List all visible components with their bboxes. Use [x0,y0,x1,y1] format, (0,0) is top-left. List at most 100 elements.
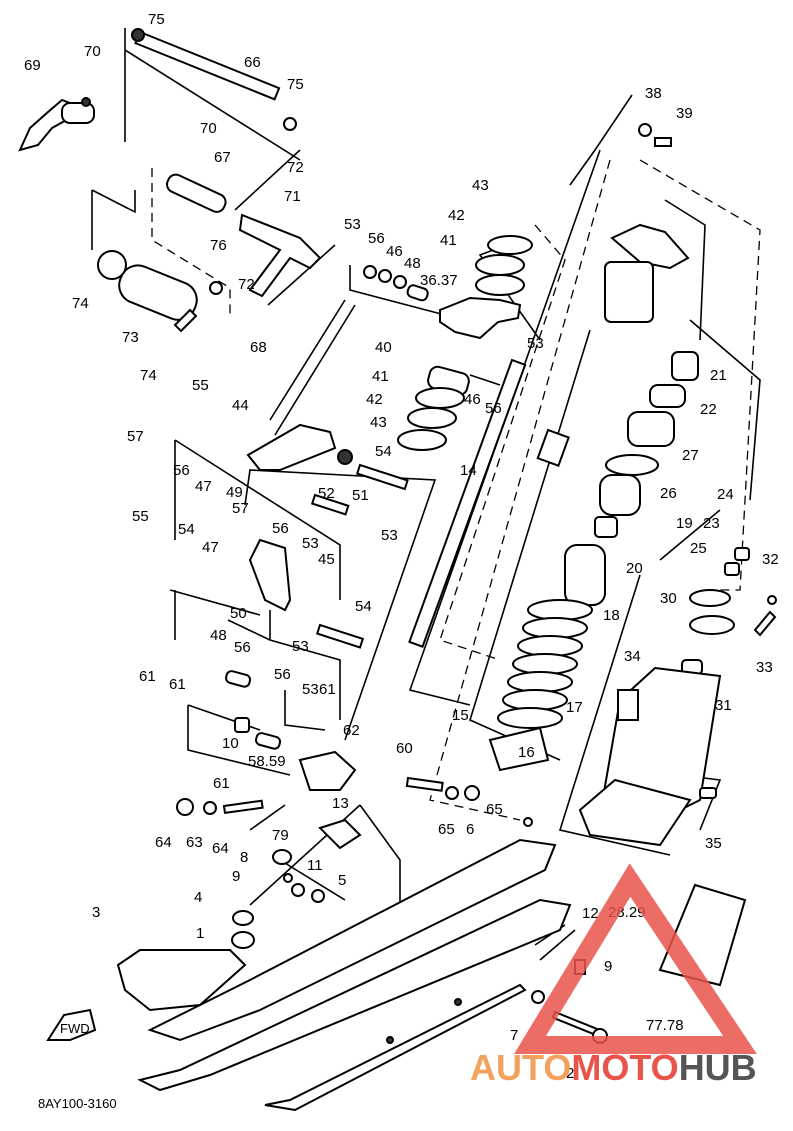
fwd-arrow: FWD [46,1008,97,1041]
callout-64: 64 [212,840,229,857]
bracket-44 [246,423,337,471]
callout-34: 34 [624,648,641,665]
callout-50: 50 [230,605,247,622]
callout-26: 26 [660,485,677,502]
callout-43: 43 [370,414,387,431]
callout-7: 7 [510,1027,518,1044]
arm-68 [238,213,322,298]
callout-53: 53 [302,535,319,552]
callout-45: 45 [318,551,335,568]
ski-3 [137,898,572,1092]
callout-56: 56 [173,462,190,479]
callout-53: 53 [292,638,309,655]
callout-57: 57 [127,428,144,445]
callout-61: 61 [213,775,230,792]
callout-36-37: 36.37 [420,272,458,289]
callout-76: 76 [210,237,227,254]
callout-23: 23 [703,515,720,532]
callout-65: 65 [486,801,503,818]
callout-47: 47 [195,478,212,495]
callout-63: 63 [186,834,203,851]
callout-48: 48 [210,627,227,644]
callout-42: 42 [366,391,383,408]
callout-56: 56 [368,230,385,247]
callout-24: 24 [717,486,734,503]
callout-79: 79 [272,827,289,844]
callout-22: 22 [700,401,717,418]
callout-62: 62 [343,722,360,739]
callout-74: 74 [72,295,89,312]
callout-46: 46 [464,391,481,408]
callout-70: 70 [84,43,101,60]
callout-labels: 7570667569707271677672747368745356464836… [24,11,779,1082]
callout-13: 13 [332,795,349,812]
damper-rod-14 [408,358,527,648]
callout-70: 70 [200,120,217,137]
callout-1: 1 [196,925,204,942]
callout-41: 41 [372,368,389,385]
callout-16: 16 [518,744,535,761]
group-frames [91,28,761,961]
callout-44: 44 [232,397,249,414]
callout-53: 53 [344,216,361,233]
callout-40: 40 [375,339,392,356]
callout-67: 67 [214,149,231,166]
callout-53: 53 [302,681,319,698]
callout-5: 5 [338,872,346,889]
callout-57: 57 [232,500,249,517]
callout-56: 56 [234,639,251,656]
callout-43: 43 [472,177,489,194]
callout-21: 21 [710,367,727,384]
callout-3: 3 [92,904,100,921]
callout-61: 61 [319,681,336,698]
callout-12: 12 [582,905,599,922]
callout-15: 15 [452,707,469,724]
callout-17: 17 [566,699,583,716]
callout-58-59: 58.59 [248,753,286,770]
spring-17 [497,599,593,729]
callout-55: 55 [192,377,209,394]
callout-32: 32 [762,551,779,568]
svg-text:AUTOMOTOHUB: AUTOMOTOHUB [470,1047,757,1088]
callout-66: 66 [244,54,261,71]
callout-69: 69 [24,57,41,74]
parts: FWD [18,28,777,1112]
callout-35: 35 [705,835,722,852]
callout-54: 54 [178,521,195,538]
callout-75: 75 [148,11,165,28]
runner-2 [264,983,527,1112]
callout-65: 65 [438,821,455,838]
callout-56: 56 [274,666,291,683]
callout-42: 42 [448,207,465,224]
callout-47: 47 [202,539,219,556]
callout-75: 75 [287,76,304,93]
callout-54: 54 [355,598,372,615]
callout-74: 74 [140,367,157,384]
callout-38: 38 [645,85,662,102]
callout-55: 55 [132,508,149,525]
callout-4: 4 [194,889,202,906]
callout-31: 31 [715,697,732,714]
callout-10: 10 [222,735,239,752]
watermark-logo: AUTOMOTOHUB [470,863,757,1088]
callout-54: 54 [375,443,392,460]
shaft-67 [166,173,227,213]
callout-71: 71 [284,188,301,205]
callout-61: 61 [139,668,156,685]
bracket-36-37 [439,296,522,340]
bracket-45 [248,538,292,612]
callout-72: 72 [287,159,304,176]
callout-60: 60 [396,740,413,757]
callout-2: 2 [566,1065,574,1082]
watermark-hub: HUB [679,1047,757,1088]
callout-33: 33 [756,659,773,676]
bushing-73 [118,264,198,321]
callout-68: 68 [250,339,267,356]
callout-52: 52 [318,485,335,502]
callout-56: 56 [485,400,502,417]
callout-64: 64 [155,834,172,851]
callout-9: 9 [232,868,240,885]
callout-20: 20 [626,560,643,577]
callout-39: 39 [676,105,693,122]
